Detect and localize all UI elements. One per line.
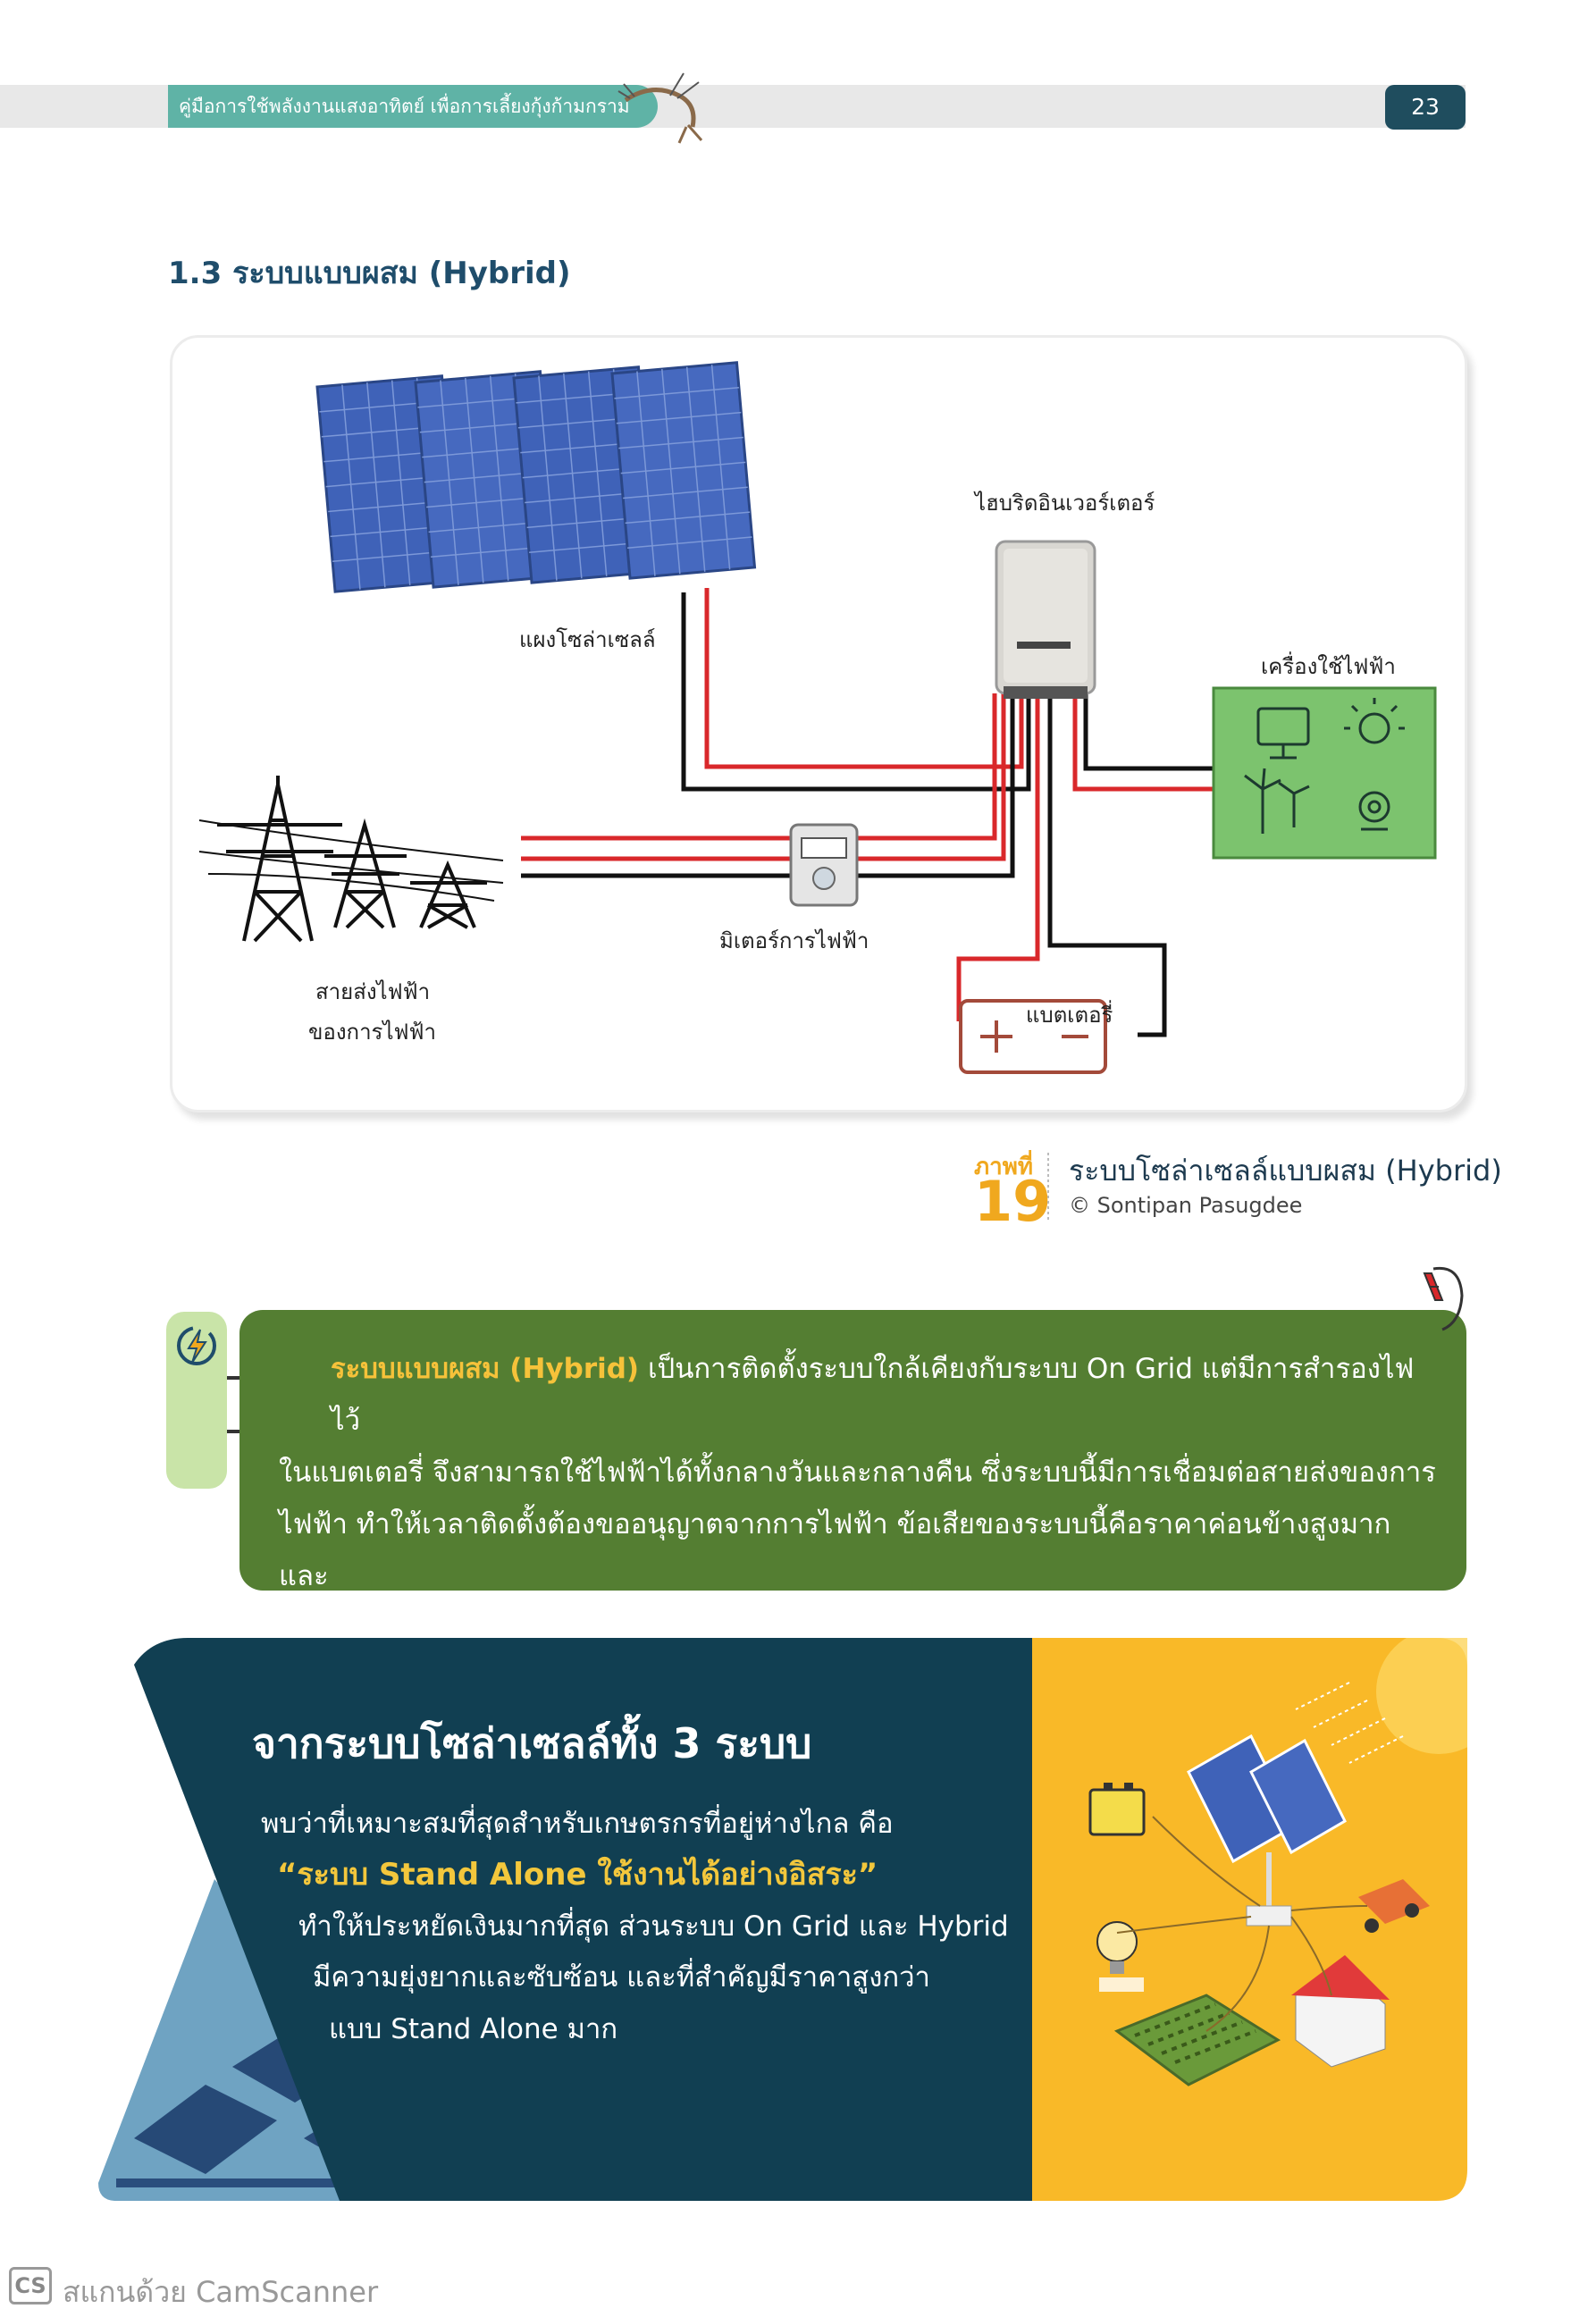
camscanner-logo: CS: [9, 2267, 52, 2304]
section-heading: 1.3 ระบบแบบผสม (Hybrid): [168, 256, 571, 291]
solar-panel-label: แผงโซล่าเซลล์: [519, 627, 656, 652]
info-paragraph: ระบบแบบผสม (Hybrid) เป็นการติดตั้งระบบใก…: [279, 1343, 1441, 1654]
figure-credit: © Sontipan Pasugdee: [1069, 1193, 1303, 1218]
appliances-label: เครื่องใช้ไฟฟ้า: [1261, 654, 1396, 679]
camscanner-text: สแกนด้วย CamScanner: [63, 2275, 379, 2309]
info-line-3: ไฟฟ้า ทำให้เวลาติดตั้งต้องขออนุญาตจากการ…: [279, 1508, 1391, 1592]
tab-connector: [227, 1430, 239, 1433]
hybrid-system-diagram: แผงโซล่าเซลล์ ไฮบริดอินเวอร์เตอร์ เครื่อ…: [170, 335, 1467, 1112]
electric-meter-icon: [789, 823, 859, 907]
page-number: 23: [1385, 85, 1466, 130]
inverter-label: ไฮบริดอินเวอร์เตอร์: [975, 491, 1155, 516]
solar-panel-icon: [315, 361, 757, 593]
solar-system-illustration: [1088, 1682, 1430, 2086]
figure-number: 19: [974, 1169, 1052, 1234]
info-highlight: ระบบแบบผสม (Hybrid): [331, 1353, 640, 1385]
figure-word: ภาพที่: [974, 1154, 1034, 1180]
appliances-icon: [1212, 686, 1437, 860]
summary-line-1: พบว่าที่เหมาะสมที่สุดสำหรับเกษตรกรที่อยู…: [261, 1808, 894, 1840]
transmission-tower-icon: [198, 776, 504, 943]
grid-label-line2: ของการไฟฟ้า: [308, 1020, 436, 1045]
battery-icon: [959, 999, 1107, 1074]
info-box: [239, 1310, 1466, 1591]
summary-heading: จากระบบโซล่าเซลล์ทั้ง 3 ระบบ: [252, 1719, 812, 1767]
info-line-2: ในแบตเตอรี่ จึงสามารถใช้ไฟฟ้าได้ทั้งกลาง…: [279, 1457, 1436, 1489]
summary-panel: [98, 1638, 1467, 2201]
info-line-1: เป็นการติดตั้งระบบใกล้เคียงกับระบบ On Gr…: [331, 1353, 1415, 1437]
tab-connector: [227, 1376, 239, 1380]
shrimp-icon: [617, 72, 703, 144]
figure-divider: [1047, 1153, 1049, 1222]
summary-line-4: แบบ Stand Alone มาก: [329, 2013, 618, 2045]
grid-label-line1: สายส่งไฟฟ้า: [315, 979, 431, 1004]
diagram-drawing: [198, 361, 1437, 1074]
meter-label: มิเตอร์การไฟฟ้า: [719, 928, 869, 953]
summary-quote: “ระบบ Stand Alone ใช้งานได้อย่างอิสระ”: [277, 1857, 878, 1893]
figure-caption: ระบบโซล่าเซลล์แบบผสม (Hybrid): [1069, 1154, 1502, 1188]
battery-clip-icon: [1423, 1266, 1464, 1331]
lightning-icon: [177, 1326, 216, 1365]
battery-label: แบตเตอรี่: [1026, 1003, 1113, 1028]
summary-line-3: มีความยุ่งยากและซับซ้อน และที่สำคัญมีราค…: [313, 1961, 930, 1994]
header-title: คู่มือการใช้พลังงานแสงอาทิตย์ เพื่อการเล…: [168, 85, 658, 128]
summary-line-2: ทำให้ประหยัดเงินมากที่สุด ส่วนระบบ On Gr…: [298, 1910, 1009, 1943]
hybrid-inverter-icon: [995, 540, 1096, 699]
